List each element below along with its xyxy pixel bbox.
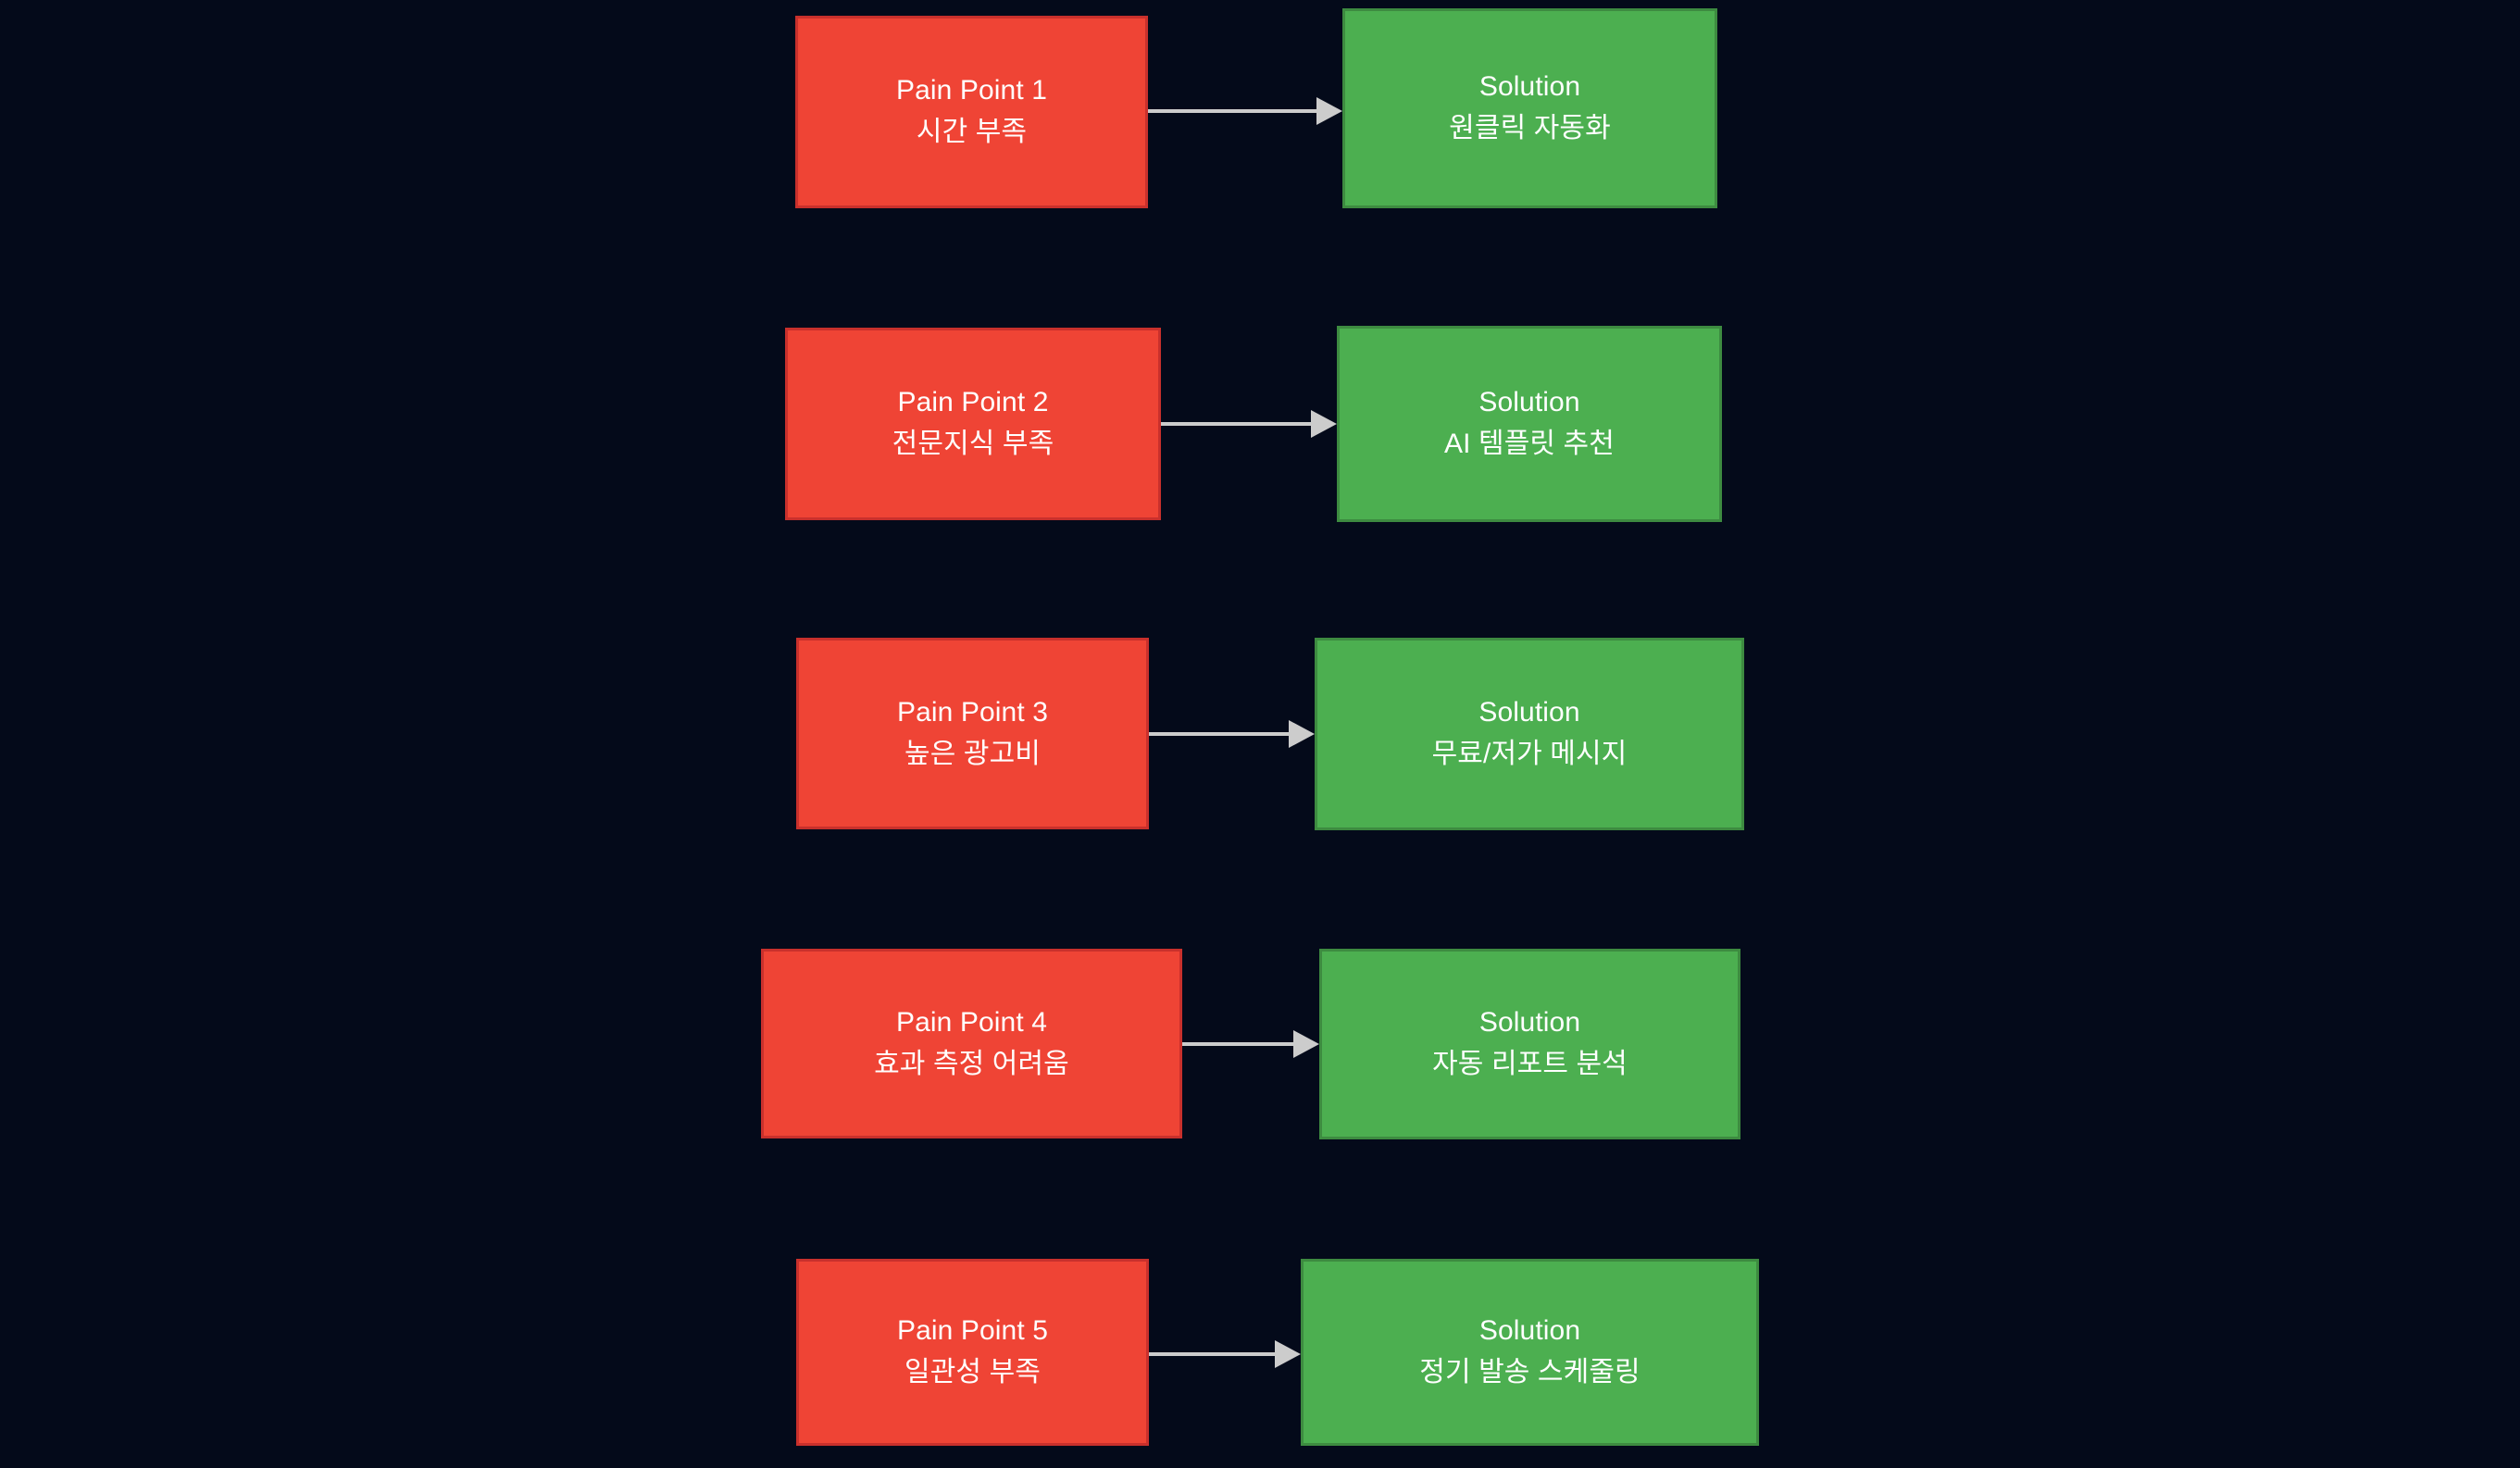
flow-arrow-connector xyxy=(1144,97,1346,125)
solution-node-3-title: Solution xyxy=(1478,697,1580,728)
pain-point-node-2-detail: 전문지식 부족 xyxy=(892,429,1054,459)
pain-point-node-4[interactable]: Pain Point 4 효과 측정 어려움 xyxy=(761,949,1182,1138)
arrow-head-icon xyxy=(1293,1030,1319,1058)
pain-point-node-5[interactable]: Pain Point 5 일관성 부족 xyxy=(796,1259,1149,1446)
flow-arrow-connector xyxy=(1179,1030,1323,1058)
pain-point-node-3-detail: 높은 광고비 xyxy=(904,738,1041,769)
solution-node-4[interactable]: Solution 자동 리포트 분석 xyxy=(1319,949,1740,1139)
pain-point-node-1-detail: 시간 부족 xyxy=(916,117,1028,147)
pain-point-node-5-detail: 일관성 부족 xyxy=(904,1357,1041,1387)
solution-node-5[interactable]: Solution 정기 발송 스케줄링 xyxy=(1301,1259,1759,1446)
pain-point-node-4-detail: 효과 측정 어려움 xyxy=(874,1048,1069,1079)
solution-node-3[interactable]: Solution 무료/저가 메시지 xyxy=(1315,638,1744,830)
pain-point-node-1-title: Pain Point 1 xyxy=(896,75,1047,106)
solution-node-2-detail: AI 템플릿 추천 xyxy=(1444,429,1615,459)
solution-node-1-title: Solution xyxy=(1478,71,1581,103)
solution-node-1[interactable]: Solution 원클릭 자동화 xyxy=(1342,8,1717,208)
solution-node-1-detail: 원클릭 자동화 xyxy=(1449,113,1611,143)
solution-node-2[interactable]: Solution AI 템플릿 추천 xyxy=(1337,326,1722,522)
solution-node-5-title: Solution xyxy=(1478,1315,1581,1347)
pain-point-node-3-title: Pain Point 3 xyxy=(897,696,1048,728)
solution-node-2-title: Solution xyxy=(1478,387,1580,418)
solution-node-4-title: Solution xyxy=(1478,1007,1581,1039)
solution-node-4-detail: 자동 리포트 분석 xyxy=(1432,1049,1628,1079)
solution-node-3-detail: 무료/저가 메시지 xyxy=(1431,739,1628,769)
flow-arrow-connector xyxy=(1145,720,1318,748)
pain-point-node-2[interactable]: Pain Point 2 전문지식 부족 xyxy=(785,328,1161,520)
arrow-head-icon xyxy=(1311,410,1337,438)
flow-arrow-connector xyxy=(1145,1340,1304,1368)
flow-arrow-connector xyxy=(1157,410,1341,438)
arrow-head-icon xyxy=(1275,1340,1301,1368)
pain-point-node-4-title: Pain Point 4 xyxy=(896,1006,1047,1038)
pain-point-node-3[interactable]: Pain Point 3 높은 광고비 xyxy=(796,638,1149,829)
pain-point-node-1[interactable]: Pain Point 1 시간 부족 xyxy=(795,16,1148,208)
solution-node-5-detail: 정기 발송 스케줄링 xyxy=(1419,1357,1640,1387)
pain-point-node-2-title: Pain Point 2 xyxy=(897,387,1049,418)
arrow-head-icon xyxy=(1316,97,1342,125)
pain-point-node-5-title: Pain Point 5 xyxy=(897,1315,1048,1347)
arrow-head-icon xyxy=(1289,720,1315,748)
